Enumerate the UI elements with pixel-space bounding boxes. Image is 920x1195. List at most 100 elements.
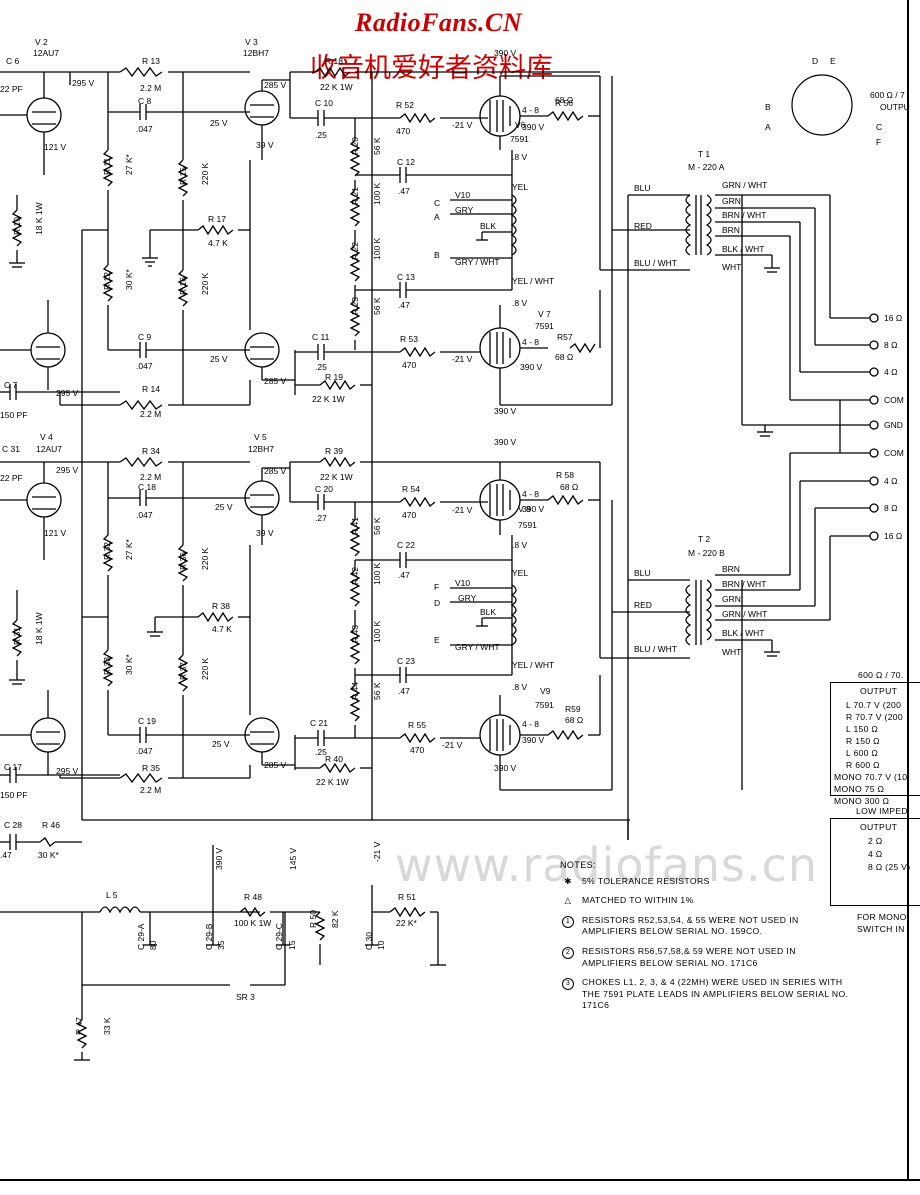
v2-bottom-tube [30,332,66,368]
r44-val: 56 K [372,682,382,700]
v390a-label: 390 V [522,122,545,132]
r50-id: R 50 [308,910,318,928]
r39-symbol [319,456,356,468]
t2-grn: GRN [722,594,741,604]
r50-symbol [314,911,326,941]
table600-row: R 150 Ω [846,736,880,746]
r35-val: 2.2 M [140,785,161,795]
term-8-top: 8 Ω [884,340,897,350]
t2-secondary [705,579,712,641]
r46-val: 30 K* [38,850,59,860]
v8c-label: .8 V [512,540,527,550]
r39-id: R 39 [325,446,343,456]
c31-id: C 31 [2,444,20,454]
gry2-label: GRY [458,593,477,603]
c7-id: C 7 [4,380,18,390]
r32-id: R 32 [102,542,112,560]
v285-label: 285 V [264,80,287,90]
t2-type: M - 220 B [688,548,725,558]
r55-id: R 55 [408,720,426,730]
r57-id: R57 [557,332,573,342]
schematic-labels: V 2 12AU7 V 3 12BH7 V6 7591 V 7 7591 R 1… [0,37,910,1035]
r32-val: 27 K* [124,539,134,560]
t2-grnwht: GRN / WHT [722,609,767,619]
r17-val: 4.7 K [208,238,228,248]
v145-ps: 145 V [288,847,298,870]
tablelow-row: 4 Ω [868,849,883,859]
c28-val: .47 [0,850,12,860]
pin48-v8: 4 - 8 [522,489,539,499]
note-star: 5% TOLERANCE RESISTORS [582,875,710,886]
l5-choke [99,906,141,914]
r43-id: R 43 [350,625,360,643]
tablelow-row: 8 Ω (25 V) [868,862,911,872]
r38-id: R 38 [212,601,230,611]
connector-label: 600 Ω / 7 [870,90,905,100]
r38-val: 4.7 K [212,624,232,634]
r33-symbol [102,649,114,687]
r54-id: R 54 [402,484,420,494]
c6-id: C 6 [6,56,20,66]
r38-symbol [197,611,234,623]
v5-top-tube [244,480,280,516]
r40-symbol [319,762,356,774]
r10-symbol [11,209,23,247]
c29c-val: 15 [287,940,297,950]
r16-id: R 16 [178,277,188,295]
v390b-label: 390 V [520,362,543,372]
v2-type: 12AU7 [33,48,59,58]
t1-brnwht: BRN / WHT [722,210,766,220]
r16-val: 220 K [200,272,210,295]
r56-val-text: 68 Ω [555,95,573,105]
r14-symbol [119,399,163,411]
r55-val: 470 [410,745,424,755]
r19-val: 22 K 1W [312,394,345,404]
v3-label: V 3 [245,37,258,47]
r20-val: 56 K [372,137,382,155]
r22-symbol [349,244,361,282]
gry-label: GRY [455,205,474,215]
table600-row: R 600 Ω [846,760,880,770]
tablelow-row: 2 Ω [868,836,883,846]
r21-val: 100 K [372,182,382,205]
site-watermark: www.radiofans.cn [395,838,819,892]
yelwht2-label: YEL / WHT [512,660,554,670]
r15-val: 220 K [200,162,210,185]
r58-id: R 58 [556,470,574,480]
c13-id: C 13 [397,272,415,282]
t2-blkwht: BLK / WHT [722,628,765,638]
table600-row: MONO 75 Ω [834,784,885,794]
t2-id: T 2 [698,534,710,544]
r52-id: R 52 [396,100,414,110]
v390e-label: 390 V [522,504,545,514]
t1-wht: WHT [722,262,741,272]
yel2-label: YEL [512,568,528,578]
term-com-bottom: COM [884,448,904,458]
c12-id: C 12 [397,157,415,167]
mono-note: FOR MONO [857,912,907,922]
r41-symbol [349,519,361,557]
pin48-v6: 4 - 8 [522,105,539,115]
c22-val: .47 [398,570,410,580]
r11-val: 27 K* [124,154,134,175]
r34-symbol [119,456,163,468]
r37-id: R 37 [178,662,188,680]
connector-label2: OUTPU [880,102,910,112]
t2-bluwht: BLU / WHT [634,644,677,654]
r54-symbol [399,496,436,508]
c17-val: 150 PF [0,790,27,800]
r10-val: 18 K 1W [34,202,44,235]
v9-label: V9 [540,686,551,696]
t2-brn: BRN [722,564,740,574]
r17-symbol [197,224,234,236]
t1-red: RED [634,221,652,231]
v25-label: 25 V [210,118,228,128]
r12-symbol [102,264,114,302]
input-f: F [434,582,439,592]
r43-val: 100 K [372,620,382,643]
pin-e: E [830,56,836,66]
v6-tube [479,95,521,137]
pin48-v7: 4 - 8 [522,337,539,347]
r53-val: 470 [402,360,416,370]
r23-symbol [349,299,361,337]
